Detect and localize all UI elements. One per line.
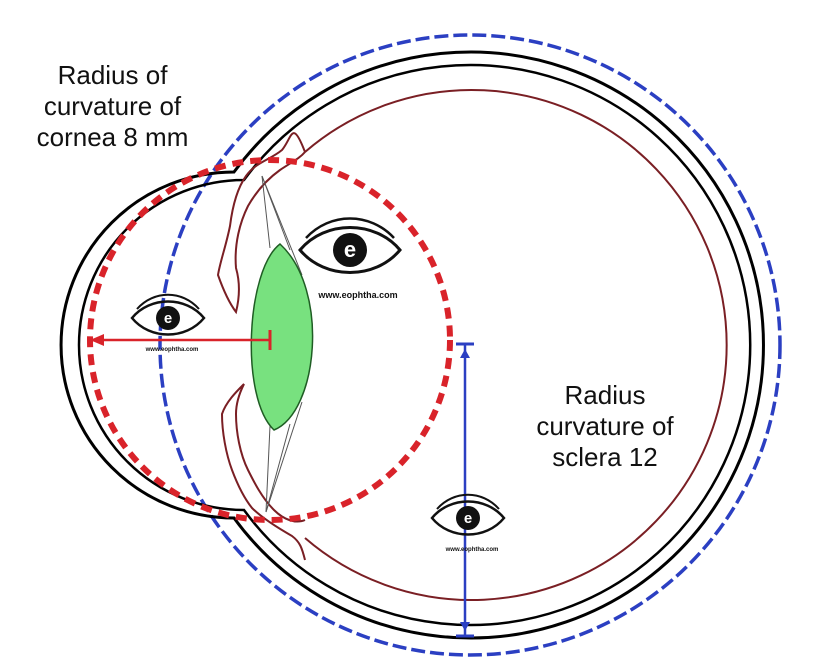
sclera-curvature-circle [158,33,782,657]
lens [250,243,314,431]
inner-eye-wall [77,63,752,627]
sclera-label-line: sclera 12 [552,442,658,472]
sclera-label-line: Radius [564,380,646,410]
watermark-site: www.eophtha.com [317,290,397,300]
retina [304,89,728,601]
sclera-label-line: curvature of [536,411,674,441]
cornea-label-line: Radius of [57,60,168,90]
eye-logo-icon: e www.eophtha.com [298,217,402,300]
logo-letter: e [344,237,356,262]
watermark-site: www.eophtha.com [445,547,499,553]
cornea-label-line: cornea 8 mm [36,122,189,152]
upper-ciliary-body [216,132,306,315]
watermark-site: www.eophtha.com [145,347,199,353]
logo-letter: e [464,510,472,527]
cornea-label-line: curvature of [43,91,182,121]
eye-logo-icon: e www.eophtha.com [130,293,206,353]
outer-eye-wall [59,50,765,640]
cornea-radius-label: Radius of curvature of cornea 8 mm [10,60,215,153]
sclera-radius-line [456,342,474,638]
logo-letter: e [164,310,172,327]
eye-logo-icon: e www.eophtha.com [430,493,506,553]
zonule-fibers [261,175,303,513]
cornea-radius-line [90,330,272,350]
sclera-radius-label: Radius curvature of sclera 12 [490,380,720,473]
lower-ciliary-body [220,383,306,561]
